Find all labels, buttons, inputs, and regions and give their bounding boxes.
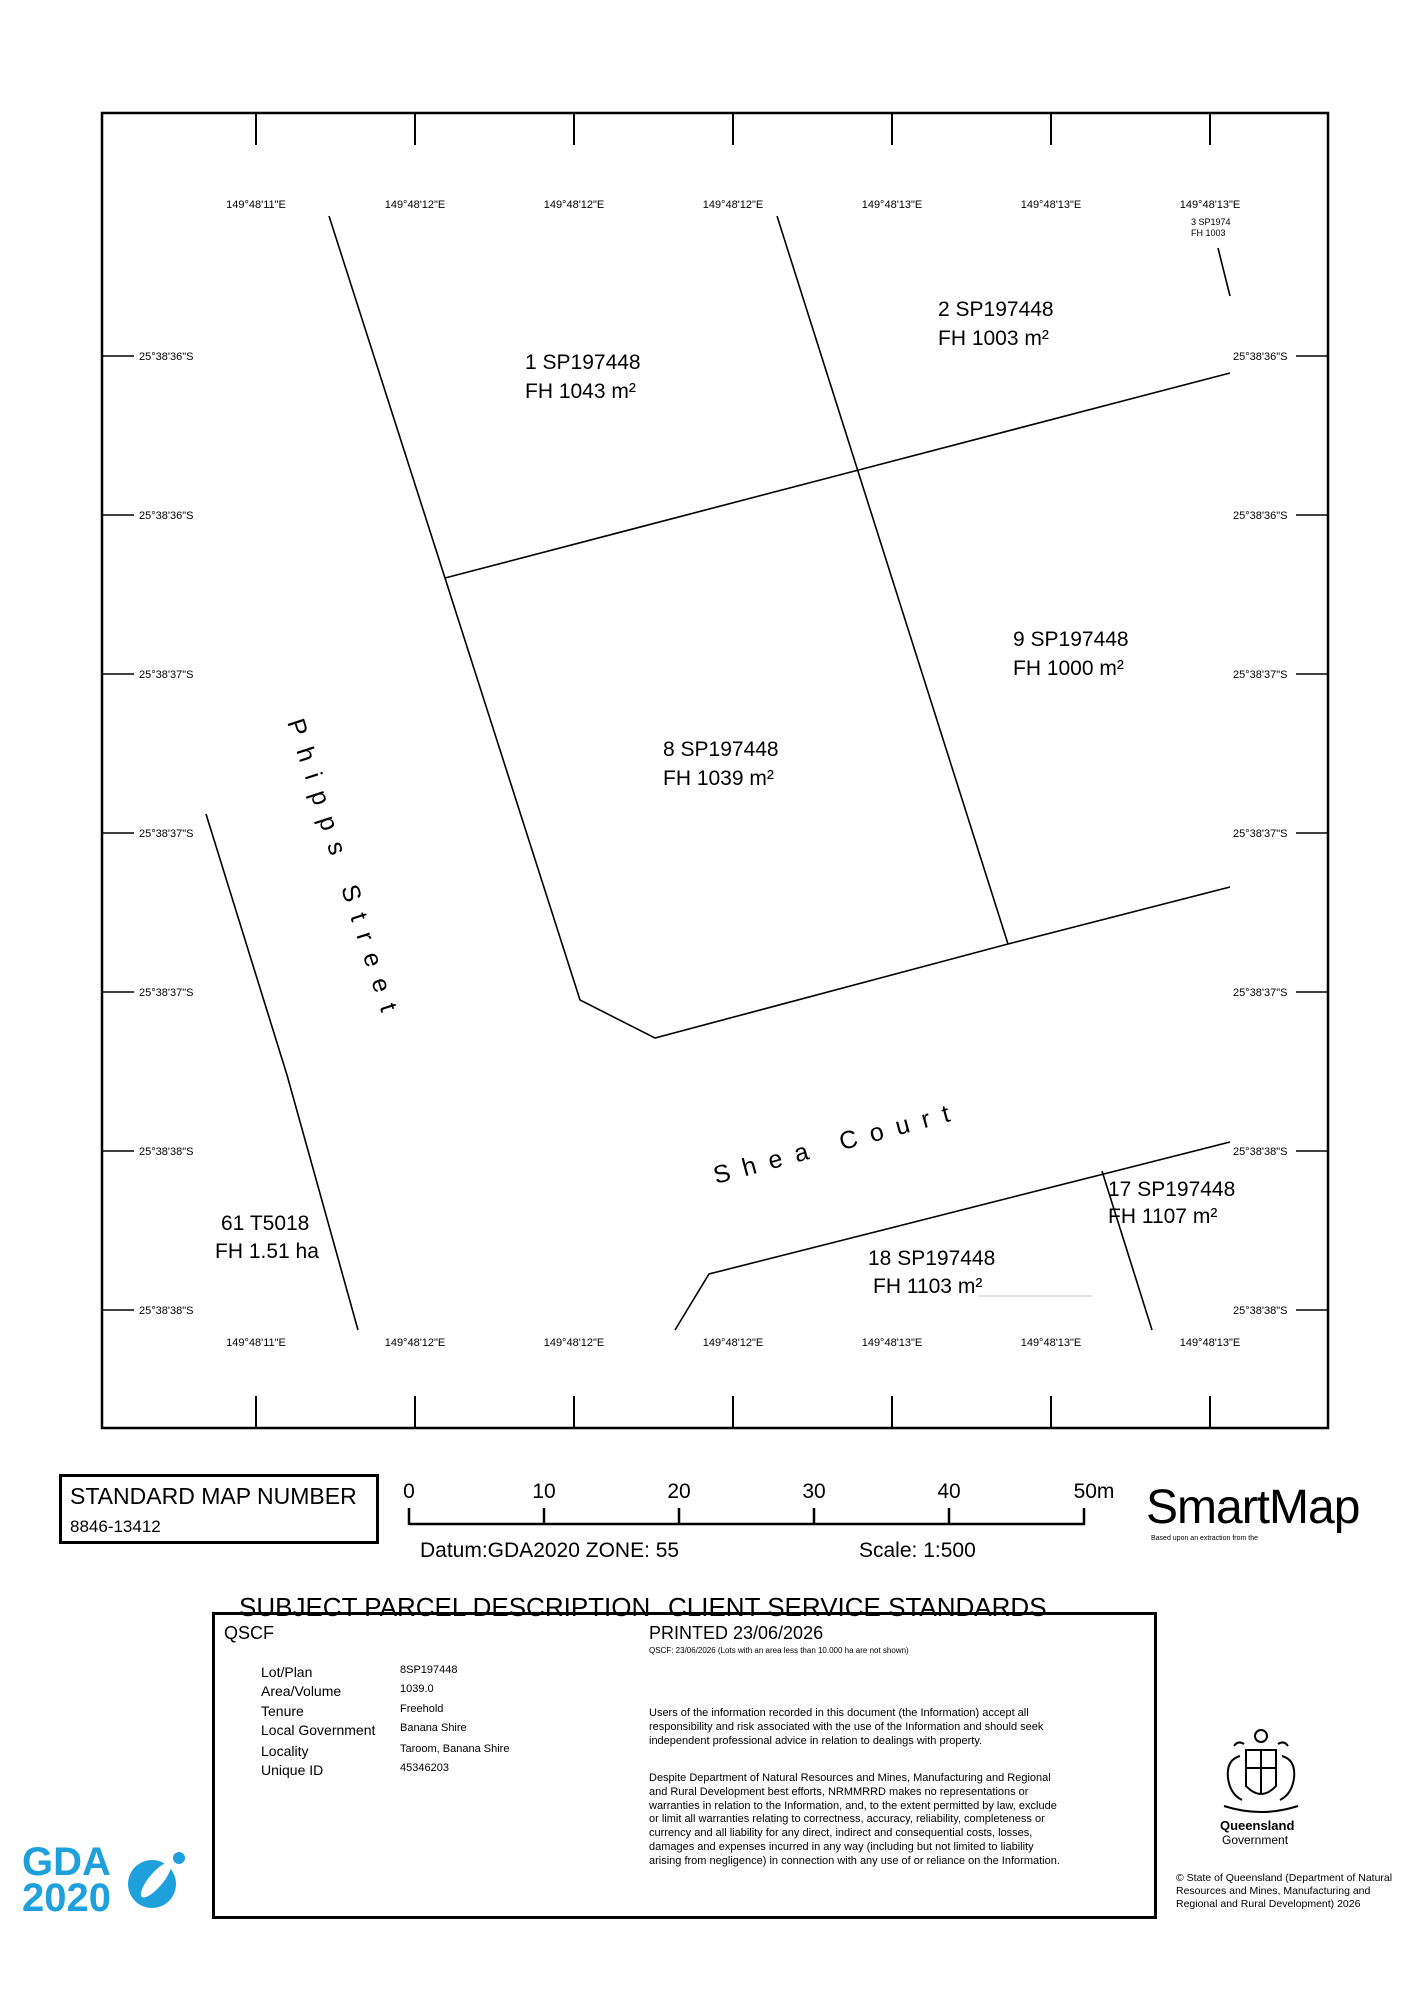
- parcel-code: QSCF: [224, 1623, 275, 1643]
- lon-top-7: 149°48'13"E: [1180, 199, 1241, 211]
- parcel-area-lot9: FH 1000 m²: [1013, 657, 1124, 680]
- lon-top-5: 149°48'13"E: [862, 199, 923, 211]
- lon-bottom-4: 149°48'12"E: [703, 1337, 764, 1349]
- row-value-area: 1039.0: [400, 1683, 434, 1695]
- disclaimer-paragraph-2: Despite Department of Natural Resources …: [649, 1772, 1060, 1867]
- scale-tick-0: 0: [403, 1480, 415, 1503]
- coat-of-arms-icon: [1223, 1729, 1299, 1813]
- lat-left-2: 25°38'36"S: [139, 510, 193, 522]
- row-value-lot-plan: 8SP197448: [400, 1664, 458, 1676]
- parcel-label-lot9: 9 SP197448: [1013, 628, 1129, 651]
- parcel-area-lot18: FH 1103 m²: [873, 1275, 982, 1298]
- parcel-label-lot3: 3 SP1974: [1191, 217, 1231, 227]
- lat-right-2: 25°38'36"S: [1233, 510, 1287, 522]
- smartmap-tagline: Based upon an extraction from the: [1151, 1535, 1259, 1542]
- scale-tick-30: 30: [802, 1480, 825, 1503]
- lon-bottom-5: 149°48'13"E: [862, 1337, 923, 1349]
- frame-ticks: [255, 113, 1211, 1428]
- scale-tick-40: 40: [937, 1480, 960, 1503]
- client-service-heading: CLIENT SERVICE STANDARDS: [668, 1592, 1047, 1622]
- lat-left-1: 25°38'36"S: [139, 351, 193, 363]
- row-label-area: Area/Volume: [261, 1683, 342, 1699]
- row-value-unique-id: 45346203: [400, 1762, 449, 1774]
- copyright-notice: © State of Queensland (Department of Nat…: [1176, 1872, 1393, 1910]
- row-label-unique-id: Unique ID: [261, 1762, 324, 1778]
- row-value-locality: Taroom, Banana Shire: [400, 1743, 510, 1755]
- printed-date: PRINTED 23/06/2026: [649, 1623, 824, 1643]
- lon-top-6: 149°48'13"E: [1021, 199, 1082, 211]
- parcel-label-lot8: 8 SP197448: [663, 738, 779, 761]
- lat-left-6: 25°38'38"S: [139, 1146, 193, 1158]
- row-label-tenure: Tenure: [261, 1703, 304, 1719]
- lat-right-6: 25°38'38"S: [1233, 1146, 1287, 1158]
- qld-name: Queensland: [1220, 1818, 1295, 1833]
- lon-bottom-3: 149°48'12"E: [544, 1337, 605, 1349]
- printed-note: QSCF: 23/06/2026 (Lots with an area less…: [649, 1646, 909, 1655]
- lon-bottom-1: 149°48'11"E: [226, 1337, 286, 1349]
- row-value-tenure: Freehold: [400, 1703, 444, 1715]
- subject-parcel-heading: SUBJECT PARCEL DESCRIPTION: [239, 1592, 651, 1622]
- gda-swoosh-icon: [128, 1852, 185, 1908]
- parcel-boundaries: [205, 215, 1231, 1331]
- row-label-locality: Locality: [261, 1743, 309, 1759]
- lat-left-4: 25°38'37"S: [139, 828, 193, 840]
- lat-left-5: 25°38'37"S: [139, 987, 193, 999]
- row-label-local-gov: Local Government: [261, 1722, 376, 1738]
- lon-top-4: 149°48'12"E: [703, 199, 764, 211]
- lon-bottom-6: 149°48'13"E: [1021, 1337, 1082, 1349]
- parcel-description-box: QSCF Lot/Plan 8SP197448 Area/Volume 1039…: [212, 1612, 1157, 1919]
- smartmap-logo: SmartMap: [1146, 1481, 1360, 1534]
- cadastral-map: 149°48'11"E 149°48'12"E 149°48'12"E 149°…: [100, 111, 1330, 1430]
- lon-top-1: 149°48'11"E: [226, 199, 286, 211]
- parcel-area-lot2: FH 1003 m²: [938, 327, 1049, 350]
- parcel-area-lot8: FH 1039 m²: [663, 767, 774, 790]
- street-phipps: Phipps Street: [281, 715, 406, 1027]
- lat-right-3: 25°38'37"S: [1233, 669, 1287, 681]
- lat-right-5: 25°38'37"S: [1233, 987, 1287, 999]
- map-frame: [100, 111, 1330, 1430]
- row-label-lot-plan: Lot/Plan: [261, 1664, 313, 1680]
- gda-text: GDA: [22, 1840, 111, 1884]
- parcel-label-lot17: 17 SP197448: [1108, 1178, 1235, 1201]
- qld-government-logo: Queensland Government: [1212, 1726, 1310, 1847]
- standard-map-number-box: STANDARD MAP NUMBER 8846-13412: [59, 1474, 379, 1544]
- scale-tick-50: 50m: [1074, 1480, 1115, 1503]
- datum-label: Datum:GDA2020 ZONE: 55: [420, 1539, 679, 1562]
- parcel-area-lot1: FH 1043 m²: [525, 380, 636, 403]
- parcel-label-lot2: 2 SP197448: [938, 298, 1054, 321]
- parcel-label-lot18: 18 SP197448: [868, 1247, 995, 1270]
- lat-right-7: 25°38'38"S: [1233, 1305, 1287, 1317]
- parcel-area-lot17: FH 1107 m²: [1108, 1205, 1217, 1228]
- parcel-area-lot3: FH 1003: [1191, 228, 1226, 238]
- parcel-label-lot1: 1 SP197448: [525, 351, 641, 374]
- parcel-area-lot61: FH 1.51 ha: [215, 1240, 319, 1263]
- lat-right-4: 25°38'37"S: [1233, 828, 1287, 840]
- lon-bottom-7: 149°48'13"E: [1180, 1337, 1241, 1349]
- lon-top-3: 149°48'12"E: [544, 199, 605, 211]
- row-value-local-gov: Banana Shire: [400, 1722, 467, 1734]
- gda2020-logo: GDA 2020: [22, 1842, 192, 1922]
- lat-left-3: 25°38'37"S: [139, 669, 193, 681]
- standard-map-number: 8846-13412: [70, 1517, 161, 1536]
- disclaimer-paragraph-1: Users of the information recorded in thi…: [649, 1707, 1044, 1747]
- lon-top-2: 149°48'12"E: [385, 199, 446, 211]
- scale-tick-20: 20: [667, 1480, 690, 1503]
- lat-left-7: 25°38'38"S: [139, 1305, 193, 1317]
- gda-year-text: 2020: [22, 1876, 111, 1920]
- street-shea: Shea Court: [710, 1096, 965, 1189]
- lon-bottom-2: 149°48'12"E: [385, 1337, 446, 1349]
- qld-government: Government: [1222, 1833, 1289, 1847]
- lat-right-1: 25°38'36"S: [1233, 351, 1287, 363]
- scale-tick-10: 10: [532, 1480, 555, 1503]
- parcel-label-lot61: 61 T5018: [221, 1212, 309, 1235]
- standard-map-title: STANDARD MAP NUMBER: [70, 1483, 357, 1509]
- scale-label: Scale: 1:500: [859, 1539, 976, 1562]
